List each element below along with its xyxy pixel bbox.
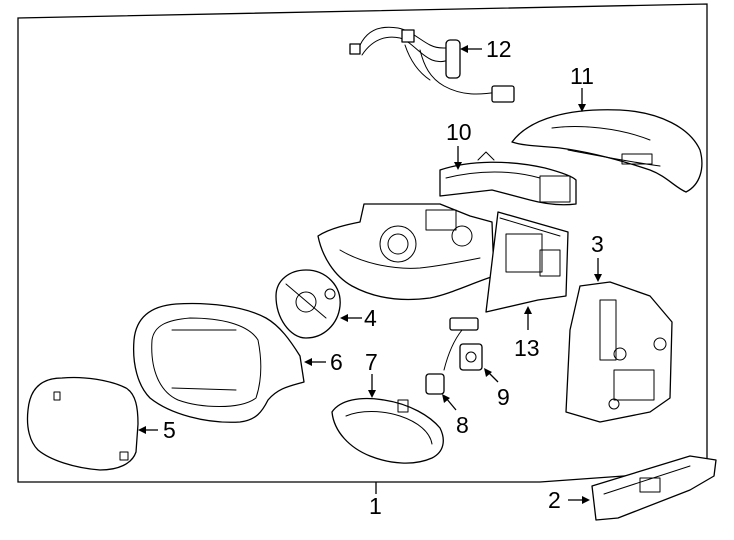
- mounting-bracket: [591, 455, 717, 521]
- mirror-cap: [511, 109, 703, 193]
- mounting-base: [565, 281, 673, 423]
- mirror-actuator: [485, 211, 569, 313]
- lamp-socket: [459, 343, 483, 371]
- mirror-housing-base: [317, 203, 495, 301]
- callout-labels: 1 2 3 4 5 6 7 8 9 10 11 12 13: [163, 36, 604, 519]
- assembly-outline: [17, 3, 708, 483]
- glass-actuator-plate: [275, 269, 341, 339]
- leader-arrowheads: [138, 45, 602, 504]
- callout-9: 9: [497, 384, 510, 410]
- callout-10: 10: [446, 119, 472, 145]
- callout-1: 1: [369, 493, 382, 519]
- callout-2: 2: [548, 487, 561, 513]
- callout-13: 13: [514, 335, 540, 361]
- turn-signal-lamp: [439, 151, 577, 206]
- leader-lines: [144, 48, 599, 501]
- callout-7: 7: [365, 349, 378, 375]
- callout-3: 3: [591, 231, 604, 257]
- callout-11: 11: [570, 63, 594, 89]
- wiring-harness: [349, 26, 515, 103]
- callout-8: 8: [456, 412, 469, 438]
- glass-backing-frame: [132, 302, 305, 423]
- callout-4: 4: [364, 305, 377, 331]
- callout-5: 5: [163, 417, 176, 443]
- mirror-glass: [26, 376, 139, 471]
- callout-12: 12: [486, 36, 512, 62]
- callout-6: 6: [330, 349, 343, 375]
- puddle-lamp: [425, 317, 479, 395]
- lower-cover: [331, 397, 444, 464]
